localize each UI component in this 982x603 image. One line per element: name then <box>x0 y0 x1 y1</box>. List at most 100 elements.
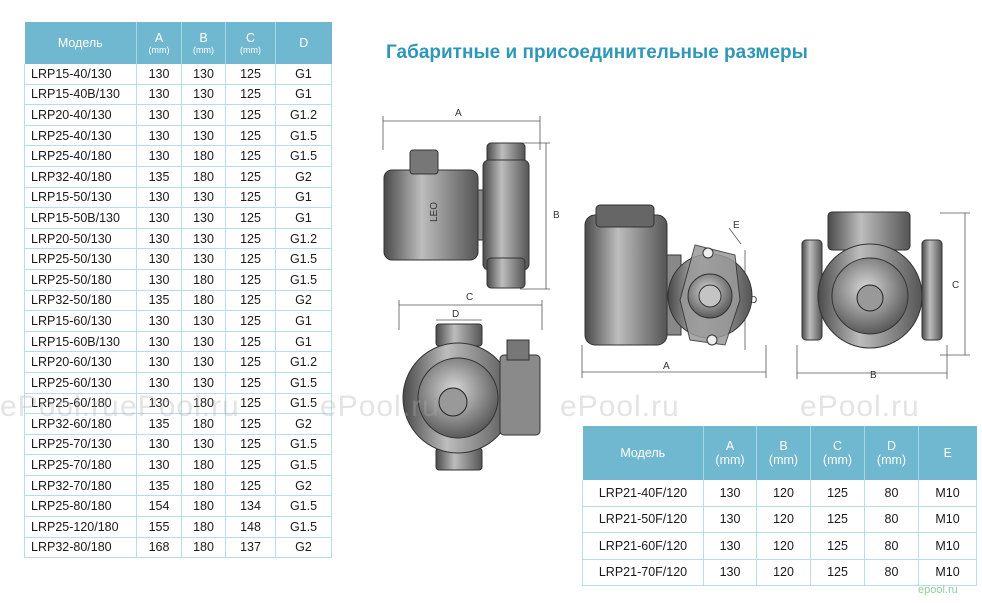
table-cell: 125 <box>225 104 276 126</box>
table-cell: LRP32-50/180 <box>24 290 137 312</box>
table-cell: 125 <box>225 187 276 209</box>
dimension-label-c2: C <box>952 280 959 291</box>
pump-side-view-drawing: A B LEO <box>382 108 560 290</box>
table-cell: 130 <box>181 187 226 209</box>
table-cell: G1.5 <box>275 454 332 476</box>
right-header-cell: B(mm) <box>756 426 811 480</box>
table-cell: 130 <box>703 559 757 586</box>
table-cell: LRP21-60F/120 <box>582 532 704 560</box>
table-cell: 125 <box>225 393 276 415</box>
table-cell: 130 <box>136 248 182 270</box>
table-cell: LRP15-50/130 <box>24 187 137 209</box>
left-header-cell: C(mm) <box>225 22 276 64</box>
table-cell: 130 <box>136 310 182 332</box>
table-cell: LRP25-40/130 <box>24 125 137 147</box>
table-cell: M10 <box>918 559 977 586</box>
pump-front-view-drawing: C D <box>398 292 543 471</box>
table-cell: G1 <box>275 64 332 85</box>
table-cell: 130 <box>181 125 226 147</box>
table-cell: 125 <box>225 125 276 147</box>
table-cell: 125 <box>225 64 276 85</box>
header-label: B <box>199 31 208 45</box>
table-cell: 130 <box>181 64 226 85</box>
table-cell: G1 <box>275 207 332 229</box>
table-cell: 130 <box>181 372 226 394</box>
table-cell: G1.5 <box>275 125 332 147</box>
header-label: A <box>725 439 735 453</box>
table-cell: 125 <box>225 166 276 188</box>
table-cell: G2 <box>275 413 332 435</box>
table-cell: 130 <box>181 434 226 456</box>
right-header-cell: D(mm) <box>864 426 919 480</box>
right-header-cell: A(mm) <box>703 426 757 480</box>
table-cell: LRP32-60/180 <box>24 413 137 435</box>
table-cell: LRP25-40/180 <box>24 145 137 167</box>
table-cell: LRP21-70F/120 <box>582 559 704 586</box>
table-cell: 180 <box>181 269 226 291</box>
table-cell: 130 <box>703 532 757 560</box>
table-cell: 130 <box>703 480 757 507</box>
table-cell: 125 <box>225 434 276 456</box>
header-unit: (mm) <box>193 45 214 55</box>
table-cell: LRP20-60/130 <box>24 351 137 373</box>
table-cell: 130 <box>136 64 182 85</box>
table-cell: 180 <box>181 290 226 312</box>
table-cell: LRP15-60B/130 <box>24 331 137 353</box>
table-cell: 125 <box>225 310 276 332</box>
table-cell: 125 <box>225 145 276 167</box>
table-cell: 130 <box>136 104 182 126</box>
table-cell: 130 <box>136 331 182 353</box>
watermark-4: ePool.ru <box>560 390 680 423</box>
table-cell: 130 <box>136 434 182 456</box>
table-cell: LRP25-70/180 <box>24 454 137 476</box>
table-cell: G2 <box>275 537 332 559</box>
table-cell: 125 <box>810 532 865 560</box>
dimension-label-a: A <box>455 108 462 119</box>
table-cell: 80 <box>864 506 919 533</box>
table-cell: 130 <box>703 506 757 533</box>
table-cell: G1.5 <box>275 434 332 456</box>
table-cell: LRP32-80/180 <box>24 537 137 559</box>
table-cell: 80 <box>864 480 919 507</box>
table-cell: 130 <box>181 228 226 250</box>
header-label: Модель <box>57 36 103 50</box>
table-cell: G1.5 <box>275 248 332 270</box>
table-cell: 130 <box>136 145 182 167</box>
table-cell: 130 <box>136 269 182 291</box>
table-cell: G1 <box>275 84 332 106</box>
table-cell: G1.5 <box>275 516 332 538</box>
table-cell: LRP15-60/130 <box>24 310 137 332</box>
table-cell: 120 <box>756 506 811 533</box>
table-cell: 125 <box>225 290 276 312</box>
table-cell: 80 <box>864 532 919 560</box>
table-cell: 80 <box>864 559 919 586</box>
header-label: A <box>154 31 164 45</box>
table-cell: 125 <box>225 207 276 229</box>
pump-logo-text: LEO <box>429 202 440 222</box>
right-header-cell: Модель <box>582 426 704 480</box>
table-cell: G2 <box>275 166 332 188</box>
dimension-label-d2: D <box>750 295 757 306</box>
table-cell: G1 <box>275 331 332 353</box>
table-cell: LRP20-40/130 <box>24 104 137 126</box>
table-cell: 125 <box>810 559 865 586</box>
table-cell: LRP21-40F/120 <box>582 480 704 507</box>
